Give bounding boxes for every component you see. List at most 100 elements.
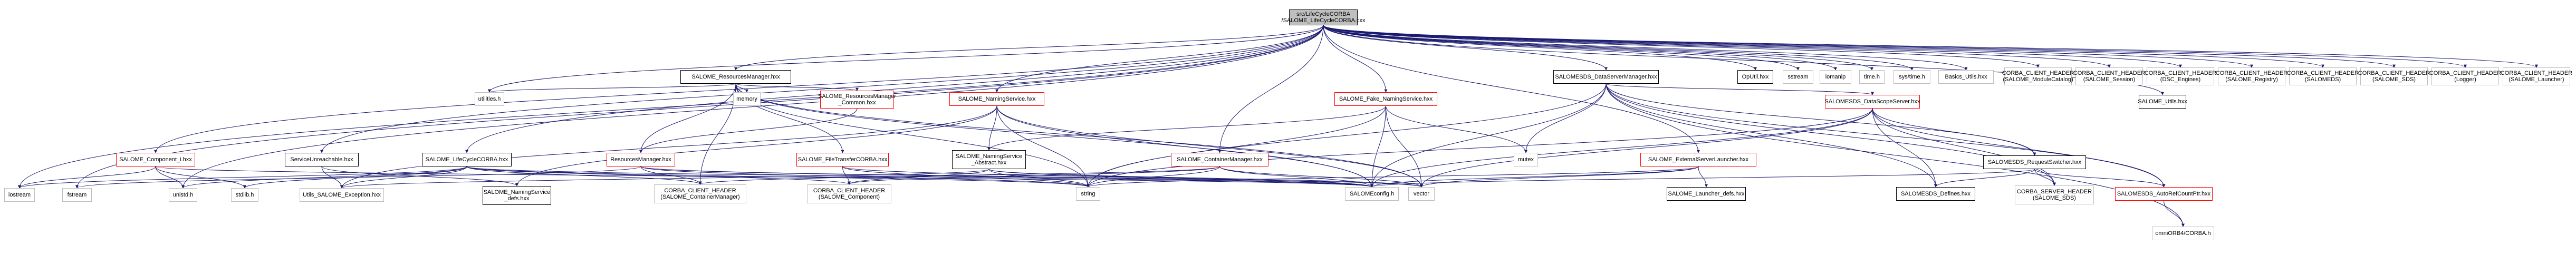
node-oputil[interactable]: OpUtil.hxx xyxy=(1737,70,1773,84)
node-timeh[interactable]: time.h xyxy=(1859,70,1885,84)
edge-resmgr-to-vector xyxy=(640,166,1423,188)
node-utilities[interactable]: utilities.h xyxy=(475,92,504,106)
edge-lcc-to-cch_comp xyxy=(466,166,851,185)
node-mutex[interactable]: mutex xyxy=(1514,153,1538,166)
node-arcp[interactable]: SALOMESDS_AutoRefCountPtr.hxx xyxy=(2115,187,2213,201)
node-dss[interactable]: SALOMESDS_DataScopeServer.hxx xyxy=(1825,95,1920,109)
node-ns[interactable]: SALOME_NamingService.hxx xyxy=(949,92,1044,106)
edge-root-to-systime xyxy=(1323,25,1914,71)
edge-comp-to-stdlib xyxy=(155,166,246,189)
node-svcunr[interactable]: ServiceUnreachable.hxx xyxy=(285,153,359,166)
node-rm[interactable]: SALOME_ResourcesManager.hxx xyxy=(680,70,791,84)
edge-resmgr-to-fstream xyxy=(75,166,641,189)
node-vector[interactable]: vector xyxy=(1408,187,1435,201)
node-lcc[interactable]: SALOME_LifeCycleCORBA.hxx xyxy=(422,153,512,166)
edge-extsl-to-config xyxy=(1370,166,1699,188)
node-iomanip[interactable]: iomanip xyxy=(1820,70,1851,84)
edge-dsm-to-string xyxy=(1087,83,1607,188)
edge-root-to-cch_dsc xyxy=(1323,25,2182,68)
edge-root-to-oputil xyxy=(1323,25,1757,71)
node-memory[interactable]: memory xyxy=(733,92,761,106)
node-cch-cm[interactable]: CORBA_CLIENT_HEADER (SALOME_ContainerMan… xyxy=(654,184,746,203)
edge-dsm-to-dss xyxy=(1606,83,1874,95)
edge-root-to-iomanip xyxy=(1323,25,1837,71)
edge-dss-to-arcp xyxy=(1872,108,2166,188)
node-csh-sds[interactable]: CORBA_SERVER_HEADER (SALOME_SDS) xyxy=(2015,185,2094,204)
node-cch-mc[interactable]: CORBA_CLIENT_HEADER (SALOME_ModuleCatalo… xyxy=(2002,67,2074,85)
edge-lcc-to-iostream xyxy=(18,166,467,189)
node-systime[interactable]: sys/time.h xyxy=(1893,70,1930,84)
node-string[interactable]: string xyxy=(1076,187,1100,201)
edge-rs-to-arcp xyxy=(2034,169,2166,188)
node-sstream[interactable]: sstream xyxy=(1783,70,1813,84)
edge-extsl-to-vector xyxy=(1420,166,1699,188)
node-fstream[interactable]: fstream xyxy=(62,188,92,202)
edge-dsm-to-config xyxy=(1370,83,1607,188)
node-fakens[interactable]: SALOME_Fake_NamingService.hxx xyxy=(1334,92,1437,106)
node-cch-ds[interactable]: CORBA_CLIENT_HEADER (SALOMEDS) xyxy=(2287,67,2359,85)
edge-nsabs-to-utilsexc xyxy=(340,169,989,189)
node-nsdefs[interactable]: SALOME_NamingService _defs.hxx xyxy=(483,186,551,205)
node-cch-comp[interactable]: CORBA_CLIENT_HEADER (SALOME_Component) xyxy=(807,184,891,203)
edge-ns-to-utilsexc xyxy=(340,105,997,189)
edge-extsl-to-string xyxy=(1087,166,1699,188)
node-unistd[interactable]: unistd.h xyxy=(169,188,197,202)
edge-rm-to-resmgr xyxy=(639,83,736,153)
edge-rs-to-sdsdefs xyxy=(1934,169,2035,188)
edge-resmgr-to-cch_cm xyxy=(640,166,702,185)
node-cch-sess[interactable]: CORBA_CLIENT_HEADER (SALOME_Session) xyxy=(2073,67,2145,85)
edge-cm-to-string xyxy=(1087,166,1220,188)
node-ftcorba[interactable]: SALOME_FileTransferCORBA.hxx xyxy=(796,153,889,166)
edge-root-to-unistd xyxy=(181,25,1324,189)
node-rs[interactable]: SALOMESDS_RequestSwitcher.hxx xyxy=(1983,155,2086,169)
node-omni[interactable]: omniORB4/CORBA.h xyxy=(2152,227,2214,240)
node-utilsexc[interactable]: Utils_SALOME_Exception.hxx xyxy=(300,188,384,202)
edge-dsm-to-mutex xyxy=(1524,83,1607,153)
node-config[interactable]: SALOMEconfig.h xyxy=(1345,187,1399,201)
node-cm[interactable]: SALOME_ContainerManager.hxx xyxy=(1171,153,1268,166)
node-cch-lau[interactable]: CORBA_CLIENT_HEADER (SALOME_Launcher) xyxy=(2501,67,2572,85)
edge-dss-to-vector xyxy=(1420,108,1873,188)
edge-root-to-lcc xyxy=(465,25,1324,153)
node-ldefs[interactable]: SALOME_Launcher_defs.hxx xyxy=(1667,187,1746,201)
edge-lcc-to-utilsexc xyxy=(340,166,467,189)
edge-fakens-to-string xyxy=(1087,105,1386,188)
edge-lcc-to-unistd xyxy=(181,166,467,189)
edge-root-to-timeh xyxy=(1323,25,1873,71)
edge-dsm-to-arcp xyxy=(1606,83,2166,188)
node-root[interactable]: src/LifeCycleCORBA /SALOME_LifeCycleCORB… xyxy=(1282,9,1365,25)
edge-rm-to-utilities xyxy=(488,83,736,93)
edge-root-to-fstream xyxy=(75,25,1324,189)
node-cch-dsc[interactable]: CORBA_CLIENT_HEADER (DSC_Engines) xyxy=(2145,67,2216,85)
edge-rs-to-csh_sds xyxy=(2034,169,2056,186)
node-cch-log[interactable]: CORBA_CLIENT_HEADER (Logger) xyxy=(2429,67,2501,85)
node-rmcommon[interactable]: SALOME_ResourcesManager _Common.hxx xyxy=(818,91,896,109)
node-sdsdefs[interactable]: SALOMESDS_Defines.hxx xyxy=(1896,187,1975,201)
edge-root-to-iostream xyxy=(18,25,1324,189)
node-basics[interactable]: Basics_Utils.hxx xyxy=(1938,70,1994,84)
edge-root-to-cch_mc xyxy=(1323,25,2040,68)
edge-ns-to-nsabs xyxy=(987,105,997,151)
edge-root-to-basics xyxy=(1323,25,1968,71)
node-stdlib[interactable]: stdlib.h xyxy=(231,188,258,202)
node-resmgr[interactable]: ResourcesManager.hxx xyxy=(607,153,675,166)
edge-fakens-to-config xyxy=(1370,105,1386,188)
node-nsabs[interactable]: SALOME_NamingService _Abstract.hxx xyxy=(952,150,1026,169)
node-cch-reg[interactable]: CORBA_CLIENT_HEADER (SALOME_Registry) xyxy=(2216,67,2287,85)
node-dsm[interactable]: SALOMESDS_DataServerManager.hxx xyxy=(1553,70,1659,84)
edge-dss-to-csh_sds xyxy=(1872,108,2056,186)
edge-nsabs-to-vector xyxy=(988,169,1423,188)
node-extsl[interactable]: SALOME_ExternalServerLauncher.hxx xyxy=(1640,153,1756,166)
edge-root-to-cch_sess xyxy=(1323,25,2111,68)
node-utils[interactable]: SALOME_Utils.hxx xyxy=(2138,95,2187,109)
edge-root-to-extsl xyxy=(1323,25,1700,153)
node-cch-sds[interactable]: CORBA_CLIENT_HEADER (SALOME_SDS) xyxy=(2358,67,2430,85)
edge-ftcorba-to-string xyxy=(842,166,1090,188)
edge-nsabs-to-string xyxy=(988,169,1090,188)
node-comp[interactable]: SALOME_Component_i.hxx xyxy=(116,153,195,166)
edge-ns-to-vector xyxy=(996,105,1423,188)
edge-root-to-cch_log xyxy=(1323,25,2467,68)
edge-comp-to-unistd xyxy=(155,166,185,189)
node-iostream[interactable]: iostream xyxy=(4,188,35,202)
